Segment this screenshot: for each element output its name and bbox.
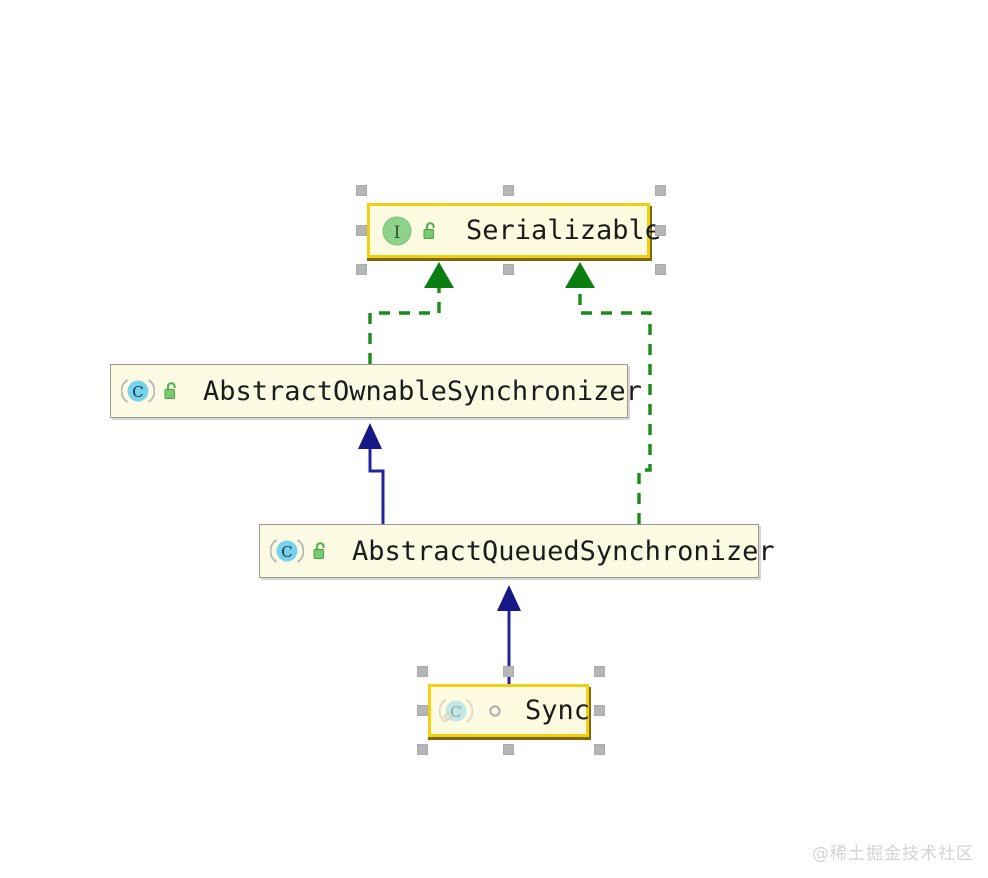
selection-handle-n[interactable]	[503, 666, 514, 677]
node-abstract-ownable-synchronizer-label: AbstractOwnableSynchronizer	[203, 375, 642, 407]
abstract-class-icon: C	[121, 374, 155, 408]
selection-handle-n[interactable]	[503, 185, 514, 196]
svg-text:C: C	[132, 383, 143, 401]
generalization-arrowhead	[497, 585, 521, 611]
package-private-circle-icon	[485, 700, 505, 722]
selection-handle-e[interactable]	[655, 225, 666, 236]
selection-handle-e[interactable]	[594, 705, 605, 716]
selection-handle-se[interactable]	[655, 264, 666, 275]
node-abstract-queued-synchronizer-label: AbstractQueuedSynchronizer	[352, 535, 775, 567]
svg-text:C: C	[281, 543, 292, 561]
selection-handle-s[interactable]	[503, 744, 514, 755]
selection-handle-ne[interactable]	[594, 666, 605, 677]
edge-aqs-extends-aos	[358, 423, 385, 524]
abstract-class-icon: C	[270, 534, 304, 568]
node-abstract-queued-synchronizer[interactable]: C AbstractQueuedSynchronizer	[259, 524, 775, 578]
public-unlock-icon	[161, 380, 181, 402]
node-sync-label: Sync	[525, 695, 591, 726]
realization-arrowhead	[565, 262, 595, 288]
selection-handle-nw[interactable]	[417, 666, 428, 677]
inner-class-icon: C	[439, 694, 473, 728]
node-abstract-ownable-synchronizer[interactable]: C AbstractOwnableSynchronizer	[110, 364, 642, 418]
selection-handle-w[interactable]	[417, 705, 428, 716]
node-aos-icons: C	[121, 374, 181, 408]
node-sync-icons: C	[439, 694, 505, 728]
selection-handle-sw[interactable]	[356, 264, 367, 275]
node-sync[interactable]: C Sync	[428, 684, 591, 737]
watermark: @稀土掘金技术社区	[812, 844, 974, 864]
interface-icon: I	[380, 214, 414, 248]
selection-handle-sw[interactable]	[417, 744, 428, 755]
selection-handle-ne[interactable]	[655, 185, 666, 196]
node-serializable-icons: I	[380, 214, 440, 248]
edge-aos-implements-serializable	[368, 262, 454, 364]
svg-text:C: C	[450, 703, 461, 721]
node-serializable[interactable]: I Serializable	[367, 203, 661, 258]
realization-arrowhead	[424, 262, 454, 288]
selection-handle-nw[interactable]	[356, 185, 367, 196]
svg-text:I: I	[394, 223, 401, 243]
node-aqs-icons: C	[270, 534, 330, 568]
selection-handle-w[interactable]	[356, 225, 367, 236]
generalization-arrowhead	[358, 423, 382, 449]
public-unlock-icon	[310, 540, 330, 562]
node-serializable-label: Serializable	[466, 215, 662, 246]
selection-handle-s[interactable]	[503, 264, 514, 275]
selection-handle-se[interactable]	[594, 744, 605, 755]
public-unlock-icon	[420, 220, 440, 242]
